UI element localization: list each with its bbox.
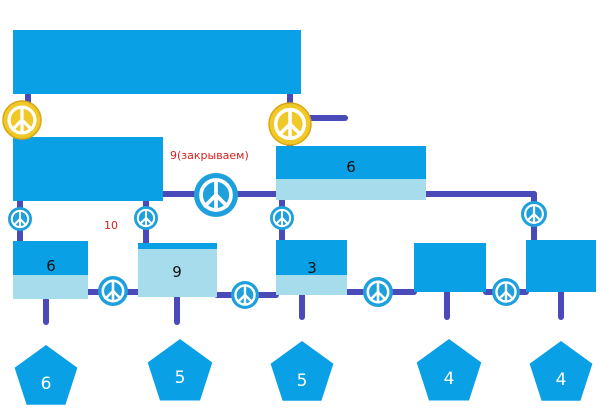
tank-bottom-3: 3 [276, 240, 347, 295]
tank-mid-left [13, 137, 163, 201]
valve-icon [98, 276, 128, 306]
valve-icon [521, 201, 547, 227]
outlet-label: 5 [297, 371, 308, 391]
outlet-label: 4 [444, 369, 455, 389]
annotation-ten: 10 [104, 219, 118, 232]
tank-bottom-4 [414, 243, 486, 292]
pentagon-icon [416, 339, 482, 401]
outlet-label: 5 [175, 368, 186, 388]
tank-label: 9 [172, 263, 182, 281]
outlet-2: 5 [147, 339, 213, 401]
tank-bottom-2: 9 [138, 243, 217, 297]
outlet-5: 4 [529, 341, 593, 401]
valve-icon [270, 206, 294, 230]
tank-top [13, 30, 301, 94]
closed-valve-icon [194, 173, 238, 217]
water-level [138, 249, 217, 297]
valve-icon [492, 278, 520, 306]
yellow-valve-icon [2, 100, 42, 140]
outlet-label: 4 [556, 370, 567, 390]
tank-bottom-1: 6 [13, 241, 88, 299]
valve-icon [134, 206, 158, 230]
outlet-4: 4 [416, 339, 482, 401]
tank-mid-right: 6 [276, 146, 426, 200]
valve-icon [8, 207, 32, 231]
water-level [276, 275, 347, 295]
valves [2, 100, 547, 309]
pentagon-icon [529, 341, 593, 401]
tank-label: 3 [307, 259, 317, 277]
pentagon-icon [270, 341, 334, 401]
tank-bottom-5 [526, 240, 596, 292]
tank-label: 6 [46, 257, 56, 275]
outlet-1: 6 [14, 345, 78, 405]
tank-label: 6 [346, 158, 356, 176]
outlet-label: 6 [41, 374, 52, 394]
pentagon-icon [14, 345, 78, 405]
closed-valve-note: 9(закрываем) [170, 149, 249, 162]
water-level [276, 179, 426, 200]
water-level [13, 275, 88, 299]
yellow-valve-icon [268, 102, 312, 146]
outlet-3: 5 [270, 341, 334, 401]
valve-icon [363, 277, 393, 307]
valve-icon [231, 281, 259, 309]
pentagon-icon [147, 339, 213, 401]
